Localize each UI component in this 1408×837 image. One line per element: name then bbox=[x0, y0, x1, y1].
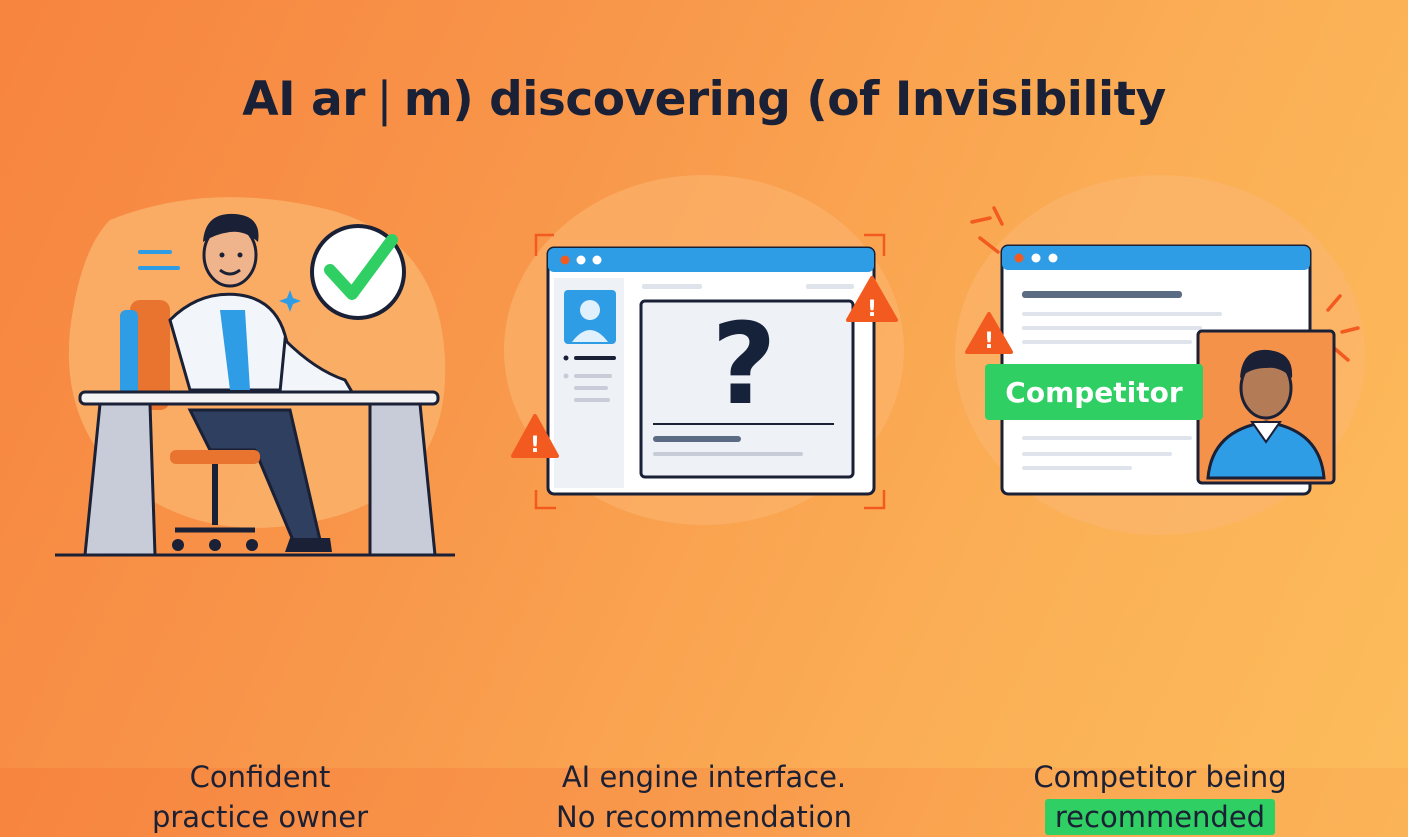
panel-ai-engine: ? ! ! AI engine interface. No recommenda… bbox=[484, 160, 924, 834]
warning-icon: ! bbox=[846, 276, 898, 322]
caption-line: No recommendation bbox=[556, 800, 852, 834]
svg-text:!: ! bbox=[530, 433, 540, 458]
person-avatar bbox=[1196, 329, 1336, 485]
caption-competitor: Competitor being recommended bbox=[940, 757, 1380, 837]
sparkle-icon bbox=[279, 290, 301, 312]
competitor-badge-label: Competitor bbox=[1005, 376, 1183, 409]
page-title: AI ar❘m) discovering (of Invisibility bbox=[242, 72, 1166, 127]
caption-line: Confident bbox=[189, 760, 331, 794]
result-box bbox=[639, 299, 855, 479]
chair-back bbox=[130, 300, 170, 410]
warning-icon: ! bbox=[965, 312, 1013, 354]
caption-line: Competitor being bbox=[1033, 760, 1287, 794]
practice-owner-illustration bbox=[55, 197, 455, 557]
svg-text:!: ! bbox=[867, 297, 877, 322]
caption-practice-owner: Confident practice owner bbox=[40, 757, 480, 837]
question-icon: ? bbox=[712, 300, 777, 430]
speech-icon bbox=[138, 250, 180, 270]
panel-competitor: Competitor ! Competitor being recommende… bbox=[940, 160, 1380, 835]
check-icon bbox=[310, 224, 406, 320]
avatar-icon bbox=[564, 290, 616, 344]
caption-line: AI engine interface. bbox=[561, 760, 847, 794]
desk-top bbox=[78, 390, 440, 406]
caption-ai-engine: AI engine interface. No recommendation bbox=[484, 757, 924, 837]
competitor-illustration: Competitor ! bbox=[955, 175, 1365, 535]
warning-icon: ! bbox=[511, 414, 559, 458]
svg-text:!: ! bbox=[984, 329, 994, 354]
caption-line: practice owner bbox=[151, 800, 369, 834]
ai-engine-illustration: ? ! ! bbox=[504, 175, 904, 525]
caption-highlight: recommended bbox=[1044, 799, 1276, 835]
competitor-badge: Competitor bbox=[985, 364, 1203, 420]
panel-practice-owner: Confident practice owner bbox=[40, 160, 480, 834]
